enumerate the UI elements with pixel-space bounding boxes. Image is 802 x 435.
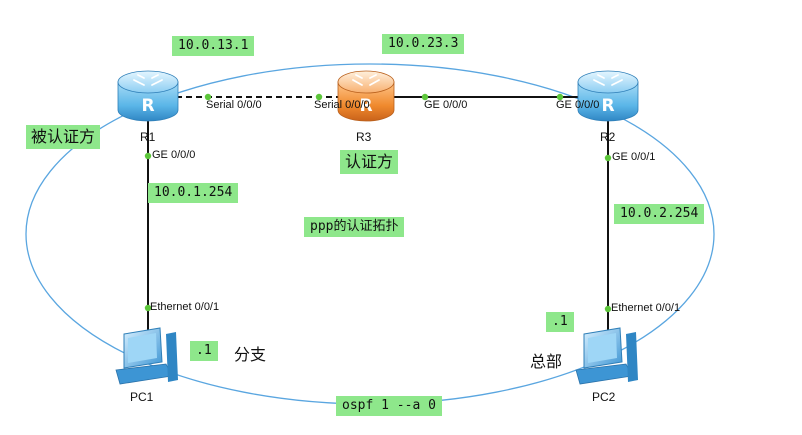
port-dot-r1-serial bbox=[204, 93, 212, 101]
role-label-r1: 被认证方 bbox=[26, 125, 101, 149]
port-label-r2-ge0: GE 0/0/0 bbox=[556, 99, 600, 111]
host-label-pc2: .1 bbox=[546, 312, 574, 332]
device-label-r1: R1 bbox=[140, 130, 156, 144]
port-dot-pc2-eth bbox=[604, 305, 612, 313]
port-label-r1-ge: GE 0/0/0 bbox=[152, 149, 196, 161]
port-dot-pc1-eth bbox=[144, 304, 152, 312]
router-r3-icon[interactable]: R bbox=[337, 70, 395, 122]
pc1-icon[interactable] bbox=[115, 327, 178, 385]
svg-text:R: R bbox=[141, 96, 154, 116]
role-label-r3: 认证方 bbox=[340, 150, 399, 174]
site-label-pc1: 分支 bbox=[234, 345, 267, 364]
router-r1-icon[interactable]: R bbox=[117, 70, 179, 122]
device-label-r3: R3 bbox=[356, 130, 372, 144]
port-dot-r2-ge0 bbox=[556, 93, 564, 101]
port-label-pc2-eth: Ethernet 0/0/1 bbox=[611, 302, 681, 314]
port-dot-r3-ge bbox=[421, 93, 429, 101]
network-label-r1-r3: 10.0.13.1 bbox=[172, 36, 255, 56]
port-label-r2-ge1: GE 0/0/1 bbox=[612, 151, 656, 163]
svg-text:R: R bbox=[601, 96, 614, 116]
router-r2-icon[interactable]: R bbox=[577, 70, 639, 122]
device-label-pc1: PC1 bbox=[130, 390, 154, 404]
pc2-icon[interactable] bbox=[575, 327, 638, 385]
network-label-r1-pc1: 10.0.1.254 bbox=[148, 183, 239, 203]
port-dot-r3-serial bbox=[315, 93, 323, 101]
diagram-caption: ppp的认证拓扑 bbox=[304, 217, 405, 237]
port-label-r3-serial: Serial 0/0/0 bbox=[314, 99, 370, 111]
svg-text:R: R bbox=[359, 96, 372, 116]
device-label-pc2: PC2 bbox=[592, 390, 616, 404]
host-label-pc1: .1 bbox=[190, 341, 218, 361]
device-label-r2: R2 bbox=[600, 130, 616, 144]
port-dot-r2-ge1 bbox=[604, 154, 612, 162]
network-label-r2-pc2: 10.0.2.254 bbox=[614, 204, 705, 224]
port-label-pc1-eth: Ethernet 0/0/1 bbox=[150, 301, 220, 313]
port-dot-r1-ge bbox=[144, 152, 152, 160]
port-label-r1-serial: Serial 0/0/0 bbox=[206, 99, 262, 111]
port-label-r3-ge: GE 0/0/0 bbox=[424, 99, 468, 111]
site-label-pc2: 总部 bbox=[530, 352, 563, 371]
ospf-label: ospf 1 --a 0 bbox=[336, 396, 442, 416]
network-label-r3-r2: 10.0.23.3 bbox=[382, 34, 465, 54]
